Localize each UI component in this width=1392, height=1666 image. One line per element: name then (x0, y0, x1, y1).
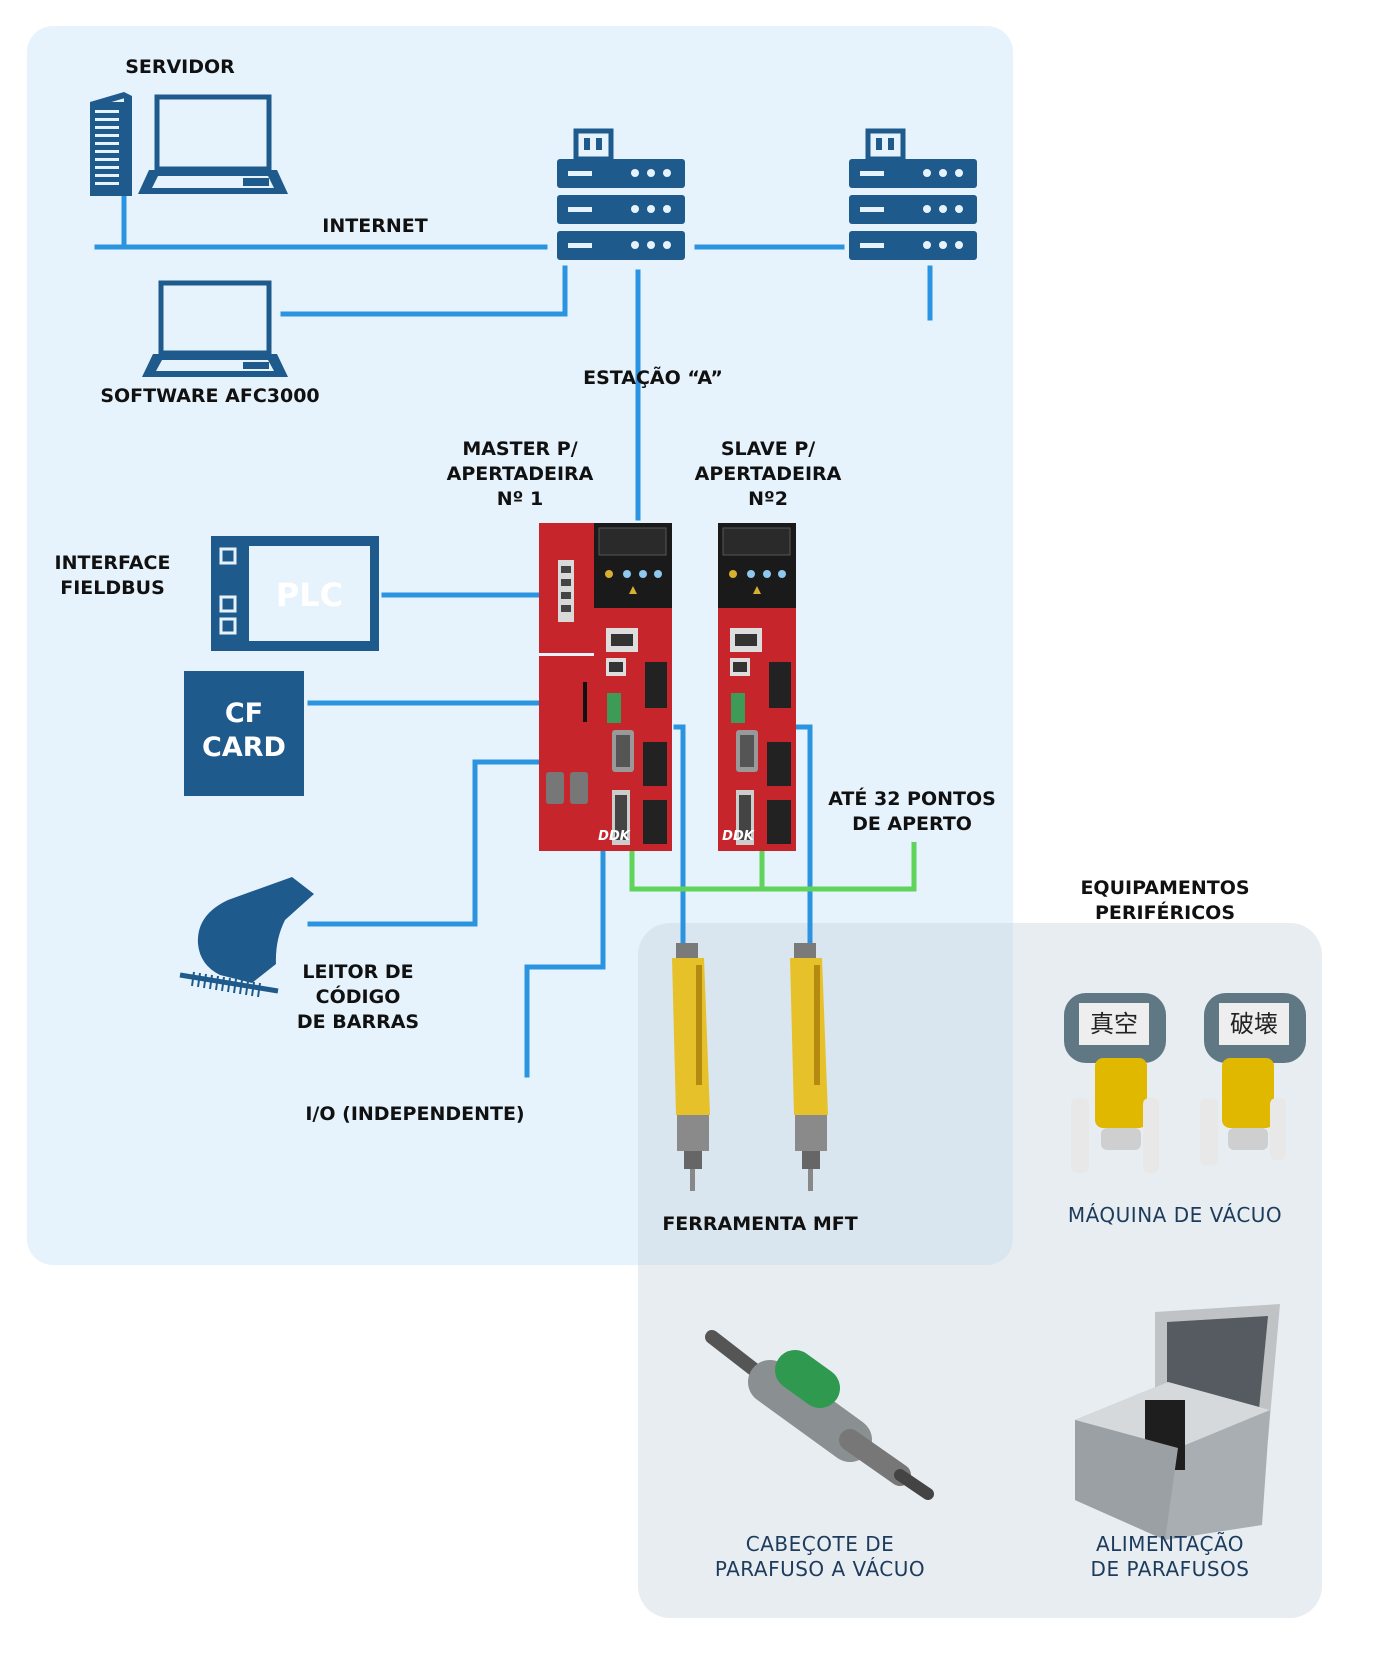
controller-brand: DDK (598, 829, 630, 844)
screwdriver-tool-2-icon (790, 943, 828, 1191)
cf-card-icon (184, 671, 304, 796)
pump-right-label: 破壊 (1230, 1010, 1278, 1038)
station-panel (27, 26, 1013, 1265)
alimentacao-label: ALIMENTAÇÃO DE PARAFUSOS (1090, 1532, 1250, 1581)
network-server-2-icon (849, 128, 977, 260)
vacuum-pump-2-icon (1200, 993, 1306, 1166)
network-server-icon (557, 128, 685, 260)
barcode-scanner-icon (179, 877, 314, 998)
bus-lines (629, 842, 917, 892)
servidor-label: SERVIDOR (125, 56, 235, 78)
plc-icon (211, 536, 379, 651)
bus-line (629, 842, 917, 892)
vacuum-pump-icon (1064, 993, 1166, 1173)
slave-controller (718, 523, 796, 851)
master-label: MASTER P/ APERTADEIRA Nº 1 (446, 438, 594, 510)
ferramenta-label: FERRAMENTA MFT (662, 1213, 858, 1235)
software-label: SOFTWARE AFC3000 (100, 385, 320, 407)
screw-feeder-icon (1075, 1304, 1280, 1540)
screwdriver-tool-icon (672, 943, 710, 1191)
software-line (280, 265, 568, 317)
tool1-line (673, 724, 686, 947)
estacao-label: ESTAÇÃO “A” (583, 367, 723, 389)
interface-fieldbus-label: INTERFACE FIELDBUS (54, 552, 171, 599)
slave-label: SLAVE P/ APERTADEIRA Nº2 (694, 438, 842, 510)
master-controller (539, 523, 672, 851)
io-line (524, 850, 606, 1078)
cf-card-label: CF CARD (202, 698, 286, 763)
cabecote-label: CABEÇOTE DE PARAFUSO A VÁCUO (714, 1532, 926, 1581)
vacuum-screw-head-icon (705, 1330, 934, 1500)
server-tower-slots (95, 110, 119, 185)
connection-lines (94, 194, 933, 1078)
plc-label: PLC (275, 576, 344, 614)
server-tower-icon (90, 92, 132, 196)
equipamentos-label: EQUIPAMENTOS PERIFÉRICOS (1080, 877, 1250, 924)
io-label: I/O (INDEPENDENTE) (305, 1103, 525, 1125)
ate-32-label: ATÉ 32 PONTOS DE APERTO (828, 788, 996, 835)
laptop-icon (138, 94, 288, 194)
leitor-label: LEITOR DE CÓDIGO DE BARRAS (296, 961, 420, 1033)
vacuo-label: MÁQUINA DE VÁCUO (1067, 1203, 1283, 1227)
controller-2-brand: DDK (722, 829, 754, 844)
software-laptop-icon (142, 280, 288, 377)
pump-left-label: 真空 (1090, 1010, 1138, 1038)
barcode-line (307, 759, 543, 927)
internet-label: INTERNET (322, 215, 428, 237)
